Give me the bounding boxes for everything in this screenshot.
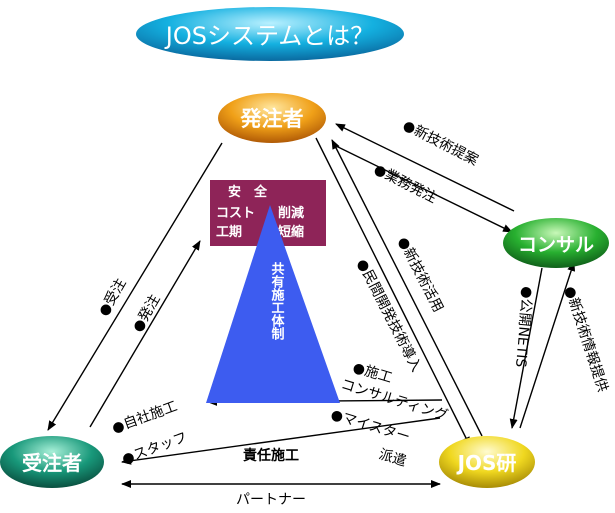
node-consultant-label: コンサル (518, 234, 594, 256)
label-new-tech-use: ●新技術活用 (394, 235, 446, 316)
label-public-netis: ●公開NETIS (512, 286, 535, 368)
arrow-contractor-to-client (89, 240, 201, 428)
goal-box: 安 全 コスト 削減 工期 短縮 (210, 180, 326, 246)
relation-labels: ●新技術提案 ●業務発注 ●新技術活用 ●民間開発技術導入 ●公開NETIS ●… (96, 116, 611, 508)
label-bid: ●受注 (96, 276, 130, 319)
node-contractor-label: 受注者 (22, 451, 82, 475)
goal-reduction: 削減 (278, 205, 304, 221)
label-business-order: ●業務発注 (371, 161, 439, 206)
node-jos: JOS研 (439, 436, 535, 488)
label-own-construction: ●自社施工 (110, 398, 180, 436)
arrow-client-to-jos (315, 137, 471, 447)
node-client-label: 発注者 (240, 107, 304, 131)
goal-shorten: 短縮 (278, 224, 304, 240)
arrow-jos-to-consultant (519, 261, 576, 429)
arrow-client-to-consultant (335, 145, 513, 233)
node-client: 発注者 (218, 93, 326, 143)
arrow-jos-to-contractor-lower (121, 417, 441, 465)
arrow-client-to-contractor (47, 142, 223, 431)
page-title: JOSシステムとは？ (164, 22, 374, 50)
goal-cost: コスト (216, 206, 255, 221)
arrow-jos-to-client (331, 139, 483, 437)
label-new-tech-info: ●新技術情報提供 (561, 284, 610, 394)
pyramid-label: 共有施工体制 (269, 261, 285, 341)
node-jos-label: JOS研 (456, 451, 517, 475)
goal-safety: 安 全 (228, 184, 268, 200)
node-consultant: コンサル (503, 218, 609, 268)
label-partner: パートナー (236, 492, 306, 508)
arrow-consultant-to-client (335, 123, 515, 212)
label-responsible-construction: 責任施工 (243, 447, 299, 464)
goal-schedule: 工期 (216, 225, 242, 240)
label-meister: ●マイスター (329, 407, 412, 446)
arrow-consultant-to-jos (509, 267, 543, 429)
label-dispatch: 派遣 (377, 447, 408, 470)
node-contractor: 受注者 (0, 436, 104, 488)
shared-construction-pyramid: 共有施工体制 (206, 205, 340, 403)
label-order: ●発注 (130, 292, 164, 335)
title-badge: JOSシステムとは？ (136, 7, 404, 61)
label-staff: ●スタッフ (120, 429, 190, 467)
